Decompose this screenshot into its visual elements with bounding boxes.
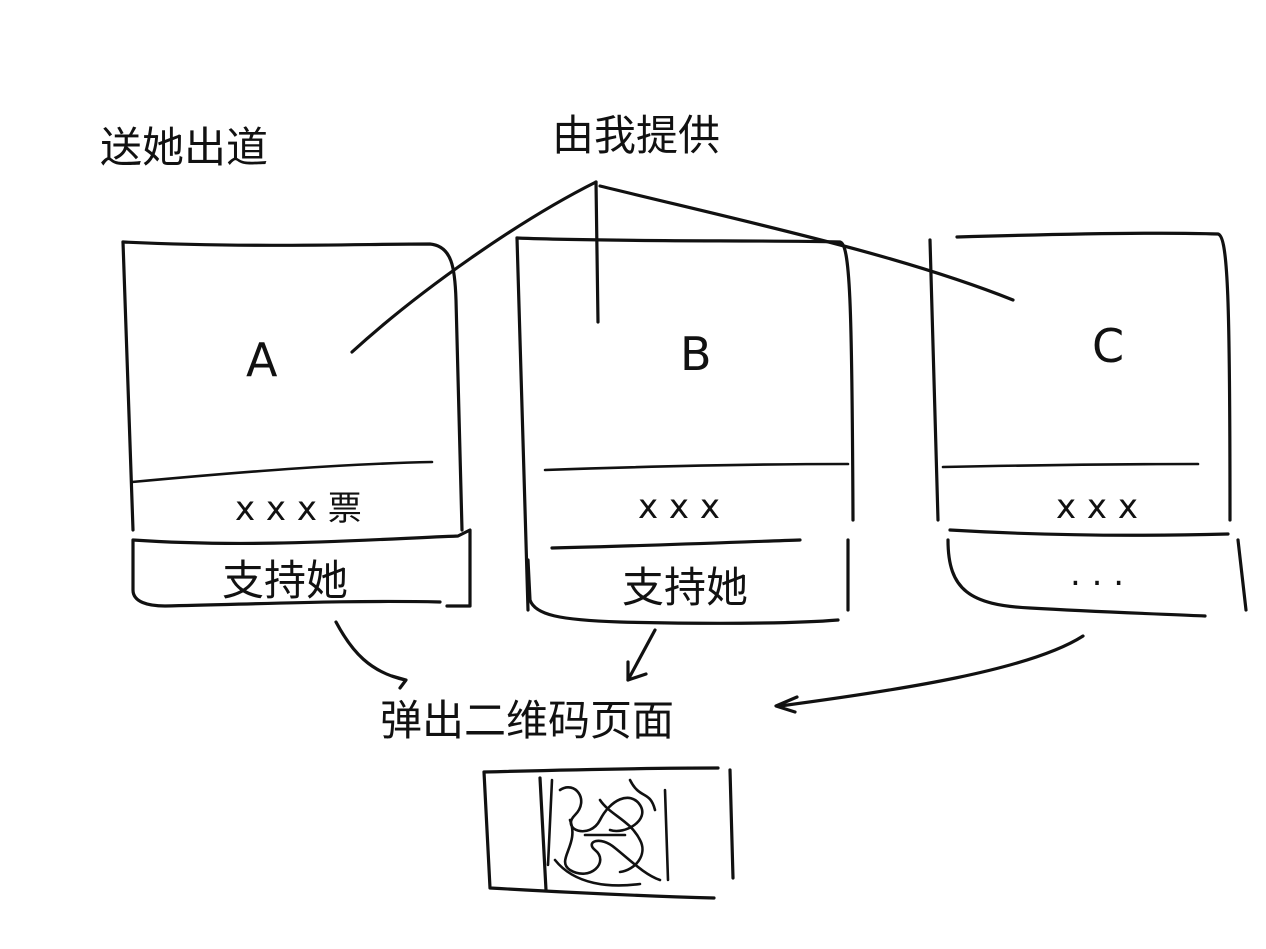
- card-b-divider: [543, 462, 850, 472]
- qr-popup-caption: 弹出二维码页面: [380, 696, 674, 745]
- card-a-support-button[interactable]: 支持她: [131, 528, 472, 608]
- flow-arrows: [334, 620, 1085, 714]
- card-a-support-label: 支持她: [222, 556, 348, 605]
- card-b-support-label: 支持她: [622, 563, 748, 612]
- qr-code-icon: [546, 778, 670, 887]
- card-b-support-button[interactable]: 支持她: [526, 538, 850, 625]
- card-a-votes: x x x 票: [235, 489, 362, 529]
- card-b-votes: x x x: [638, 487, 720, 527]
- card-c-divider: [941, 462, 1200, 469]
- card-c-letter: C: [1092, 319, 1124, 373]
- card-b[interactable]: B x x x 支持她: [515, 236, 855, 625]
- card-c-frame: [955, 231, 1232, 522]
- qr-popup[interactable]: [482, 766, 735, 900]
- heading-left: 送她出道: [100, 123, 268, 172]
- card-c-action-button[interactable]: . . .: [946, 528, 1248, 618]
- card-a-frame: [121, 240, 464, 532]
- card-c-votes: x x x: [1056, 487, 1138, 527]
- card-c-action-label: . . .: [1070, 554, 1124, 594]
- card-a-letter: A: [246, 333, 278, 387]
- card-c[interactable]: C x x x . . .: [928, 231, 1248, 618]
- card-a[interactable]: A x x x 票 支持她: [121, 240, 472, 608]
- heading-center: 由我提供: [552, 111, 720, 160]
- card-a-divider: [130, 460, 434, 484]
- card-b-letter: B: [680, 327, 712, 381]
- card-b-frame: [515, 236, 855, 522]
